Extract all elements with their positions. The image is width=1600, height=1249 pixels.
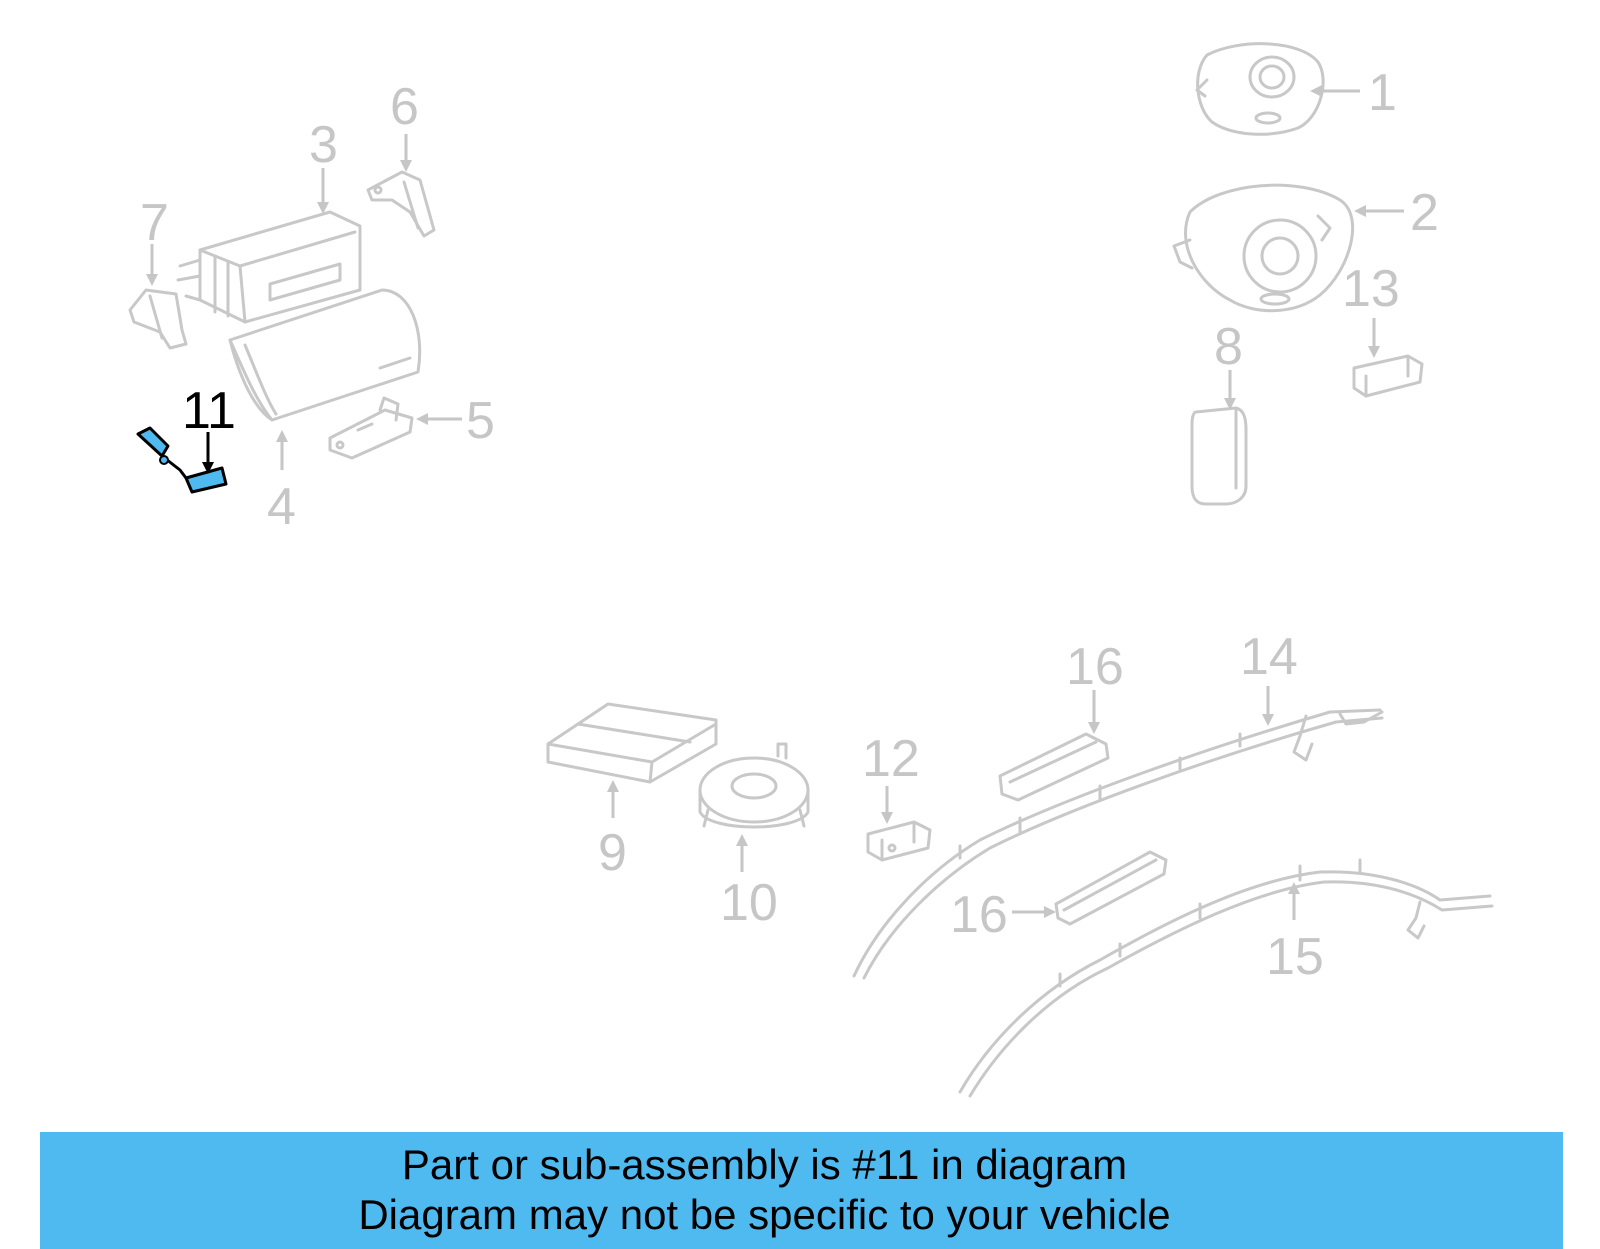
banner-line-1: Part or sub-assembly is #11 in diagram xyxy=(401,1141,1128,1188)
part-6-bracket[interactable] xyxy=(366,170,436,238)
part-10-clock-spring[interactable] xyxy=(698,742,810,829)
part-2-steering-airbag[interactable] xyxy=(1172,183,1355,313)
arrowhead-13 xyxy=(1368,346,1380,358)
callout-2[interactable]: 2 xyxy=(1410,184,1439,242)
arrowhead-9 xyxy=(607,780,619,792)
callout-8[interactable]: 8 xyxy=(1214,318,1243,376)
part-9-control-module[interactable] xyxy=(546,702,718,784)
arrowhead-7 xyxy=(146,274,158,286)
callout-1[interactable]: 1 xyxy=(1368,64,1397,122)
callout-11[interactable]: 11 xyxy=(182,382,236,440)
arrowhead-8 xyxy=(1224,398,1236,410)
part-13-sensor[interactable] xyxy=(1352,354,1424,398)
part-3-passenger-airbag-module[interactable] xyxy=(176,210,362,324)
part-5-bracket[interactable] xyxy=(328,396,414,460)
arrowhead-11 xyxy=(202,462,214,474)
callout-6[interactable]: 6 xyxy=(390,78,419,136)
arrowhead-14 xyxy=(1262,714,1274,726)
info-banner: Part or sub-assembly is #11 in diagram D… xyxy=(40,1132,1563,1249)
arrowhead-16b xyxy=(1044,906,1056,918)
arrowhead-15 xyxy=(1288,882,1300,894)
arrowhead-16a xyxy=(1088,722,1100,734)
arrowhead-1 xyxy=(1310,85,1322,97)
callout-5[interactable]: 5 xyxy=(466,392,495,450)
arrowhead-2 xyxy=(1354,205,1366,217)
callout-14[interactable]: 14 xyxy=(1240,628,1298,686)
callout-10[interactable]: 10 xyxy=(720,874,778,932)
callout-13[interactable]: 13 xyxy=(1342,260,1400,318)
part-15-curtain-airbag[interactable] xyxy=(958,858,1494,1098)
callout-3[interactable]: 3 xyxy=(309,116,338,174)
callout-7[interactable]: 7 xyxy=(140,194,169,252)
part-12-sensor[interactable] xyxy=(866,820,932,862)
callout-4[interactable]: 4 xyxy=(267,478,296,536)
arrowhead-4 xyxy=(276,430,288,442)
callout-9[interactable]: 9 xyxy=(598,824,627,882)
callout-16a[interactable]: 16 xyxy=(1066,638,1124,696)
callout-16b[interactable]: 16 xyxy=(950,886,1008,944)
callout-15[interactable]: 15 xyxy=(1266,928,1324,986)
part-11-occupant-sensor[interactable] xyxy=(136,426,228,494)
part-14-curtain-airbag[interactable] xyxy=(852,708,1384,980)
part-1-driver-airbag[interactable] xyxy=(1195,42,1325,136)
banner-line-2: Diagram may not be specific to your vehi… xyxy=(358,1191,1171,1238)
part-16-trim-bracket-upper[interactable] xyxy=(998,732,1110,802)
arrowhead-3 xyxy=(317,202,329,214)
part-4-airbag-cover[interactable] xyxy=(228,288,422,422)
arrowhead-10 xyxy=(736,834,748,846)
part-8-side-airbag[interactable] xyxy=(1190,406,1248,506)
part-7-bracket[interactable] xyxy=(128,288,188,350)
arrowhead-5 xyxy=(416,413,428,425)
arrowhead-12 xyxy=(881,812,893,824)
part-16-trim-bracket-lower[interactable] xyxy=(1054,850,1168,926)
arrowhead-6 xyxy=(400,160,412,172)
callout-12[interactable]: 12 xyxy=(862,730,920,788)
